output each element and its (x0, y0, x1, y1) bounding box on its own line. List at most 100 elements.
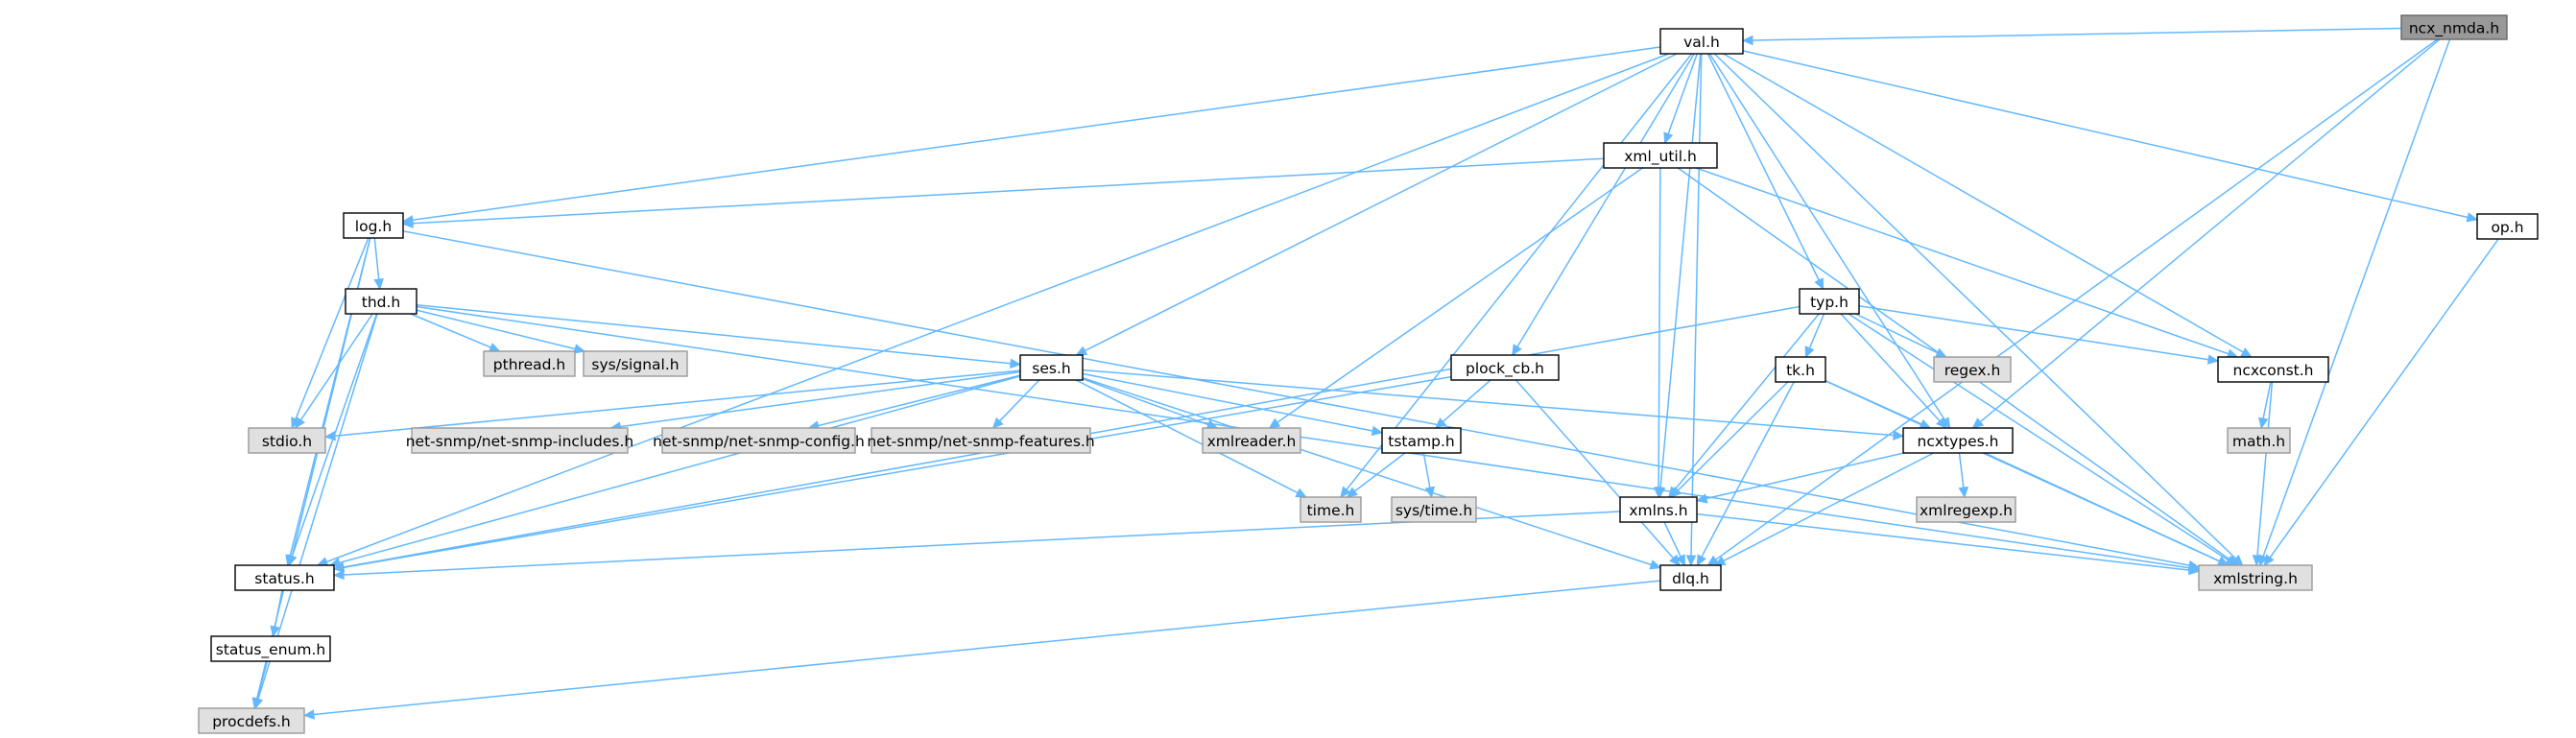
node-xmlns[interactable]: xmlns.h (1619, 496, 1698, 523)
edge-ncxtypes-to-xmlregexp (1958, 452, 1969, 499)
edge-line (257, 313, 378, 700)
edge-arrowhead (1685, 555, 1697, 567)
edge-line (1422, 452, 1431, 488)
node-ses[interactable]: ses.h (1019, 354, 1084, 381)
edge-ncxconst-to-xmlstring (2252, 381, 2274, 567)
edge-arrowhead (252, 697, 263, 710)
edge-line (1515, 379, 1674, 559)
node-box (1619, 496, 1698, 523)
node-box (1933, 356, 2012, 383)
node-time: time.h (1300, 496, 1362, 523)
edge-ses-to-netfeat (991, 379, 1040, 429)
edge-val-to-ncxtypes (1708, 53, 1951, 430)
node-layer: ncx_nmda.h val.h xml_util.h log.h op.h thd.h t… (198, 14, 2539, 734)
edge-arrowhead (332, 569, 345, 581)
node-box (1902, 427, 2014, 454)
node-label: xml_util.h (1624, 148, 1697, 166)
node-ncxconst[interactable]: ncxconst.h (2217, 356, 2329, 383)
edge-line (412, 46, 1661, 222)
edge-line (1082, 376, 1652, 566)
node-systime: sys/time.h (1391, 496, 1477, 523)
edge-ses-to-stdio (323, 369, 1021, 441)
node-typ[interactable]: typ.h (1799, 288, 1860, 315)
edge-tstamp-to-systime (1422, 452, 1435, 499)
edge-arrowhead (1971, 417, 1985, 429)
edge-line (998, 379, 1040, 422)
edge-line (2262, 38, 2451, 557)
edge-arrowhead (2231, 554, 2244, 566)
node-log[interactable]: log.h (343, 212, 404, 239)
node-box (1603, 142, 1718, 169)
edge-line (1701, 381, 1795, 558)
node-label: typ.h (1810, 294, 1849, 311)
edge-arrowhead (2225, 555, 2238, 566)
node-plock-cb[interactable]: plock_cb.h (1450, 354, 1560, 381)
edge-arrowhead (401, 218, 414, 229)
edge-xmlns-to-dlq (1663, 521, 1685, 567)
node-signal: sys/signal.h (583, 350, 688, 377)
edge-line (1082, 378, 1209, 426)
edge-thd-to-signal (416, 309, 586, 354)
edge-arrowhead (2466, 212, 2479, 223)
node-label: ncxconst.h (2233, 362, 2314, 379)
edge-ses-to-dlq (1082, 376, 1662, 570)
edge-line (416, 305, 2190, 569)
node-label: math.h (2232, 433, 2285, 450)
edge-line (373, 237, 380, 280)
edge-arrowhead (1935, 417, 1947, 429)
node-label: ncx_nmda.h (2409, 20, 2499, 38)
edge-status_enum-to-procdefs (252, 660, 269, 710)
edge-line (1854, 313, 1939, 354)
edge-arrowhead (373, 278, 384, 291)
edge-line (1706, 53, 1820, 281)
edge-line (1658, 167, 1661, 488)
edge-ncx_nmda-to-val (1741, 27, 2402, 46)
node-status-enum[interactable]: status_enum.h (210, 635, 331, 662)
edge-arrowhead (1696, 554, 1706, 567)
node-dlq[interactable]: dlq.h (1659, 564, 1722, 591)
edge-line (1979, 38, 2441, 423)
edge-ses-to-tstamp (1082, 372, 1384, 437)
node-box (2227, 427, 2291, 454)
edge-line (1808, 313, 1825, 349)
node-label: sys/signal.h (591, 356, 679, 373)
node-tstamp[interactable]: tstamp.h (1381, 427, 1462, 454)
node-label: ses.h (1032, 360, 1070, 377)
edge-arrowhead (1706, 555, 1720, 566)
edge-line (1723, 452, 1935, 562)
node-box (1659, 564, 1722, 591)
node-label: xmlregexp.h (1920, 502, 2013, 519)
node-box (2217, 356, 2329, 383)
node-box (411, 427, 629, 454)
node-op[interactable]: op.h (2476, 213, 2539, 240)
edge-line (1667, 53, 1699, 134)
node-xml-util[interactable]: xml_util.h (1603, 142, 1718, 169)
node-status[interactable]: status.h (234, 564, 335, 591)
edge-arrowhead (295, 417, 306, 430)
edge-arrowhead (270, 625, 280, 638)
edge-tk-to-xmlns (1670, 381, 1789, 498)
edge-ses-to-xmlreader (1082, 378, 1219, 430)
node-box (248, 427, 326, 454)
edge-ncx_nmda-to-xmlstring (2258, 38, 2451, 567)
edge-xml_util-to-ncxconst (1695, 167, 2239, 359)
node-label: dlq.h (1672, 570, 1709, 587)
edge-line (1084, 53, 1678, 352)
edge-ses-to-status (328, 375, 1021, 568)
node-box (1916, 496, 2016, 523)
node-val[interactable]: val.h (1659, 28, 1744, 55)
node-tk[interactable]: tk.h (1775, 356, 1826, 383)
node-thd[interactable]: thd.h (345, 288, 417, 315)
node-ncxtypes[interactable]: ncxtypes.h (1902, 427, 2014, 454)
node-ncx-nmda[interactable]: ncx_nmda.h (2400, 14, 2508, 40)
edge-typ-to-tk (1804, 313, 1825, 359)
node-label: status_enum.h (216, 641, 325, 659)
edge-line (1984, 452, 2221, 562)
edge-line (410, 313, 491, 348)
edge-arrowhead (1663, 131, 1674, 145)
node-label: xmlreader.h (1207, 433, 1297, 450)
node-label: stdio.h (262, 433, 312, 450)
edge-arrowhead (1512, 344, 1522, 357)
edge-arrowhead (1268, 417, 1281, 429)
edge-arrowhead (2188, 564, 2201, 576)
